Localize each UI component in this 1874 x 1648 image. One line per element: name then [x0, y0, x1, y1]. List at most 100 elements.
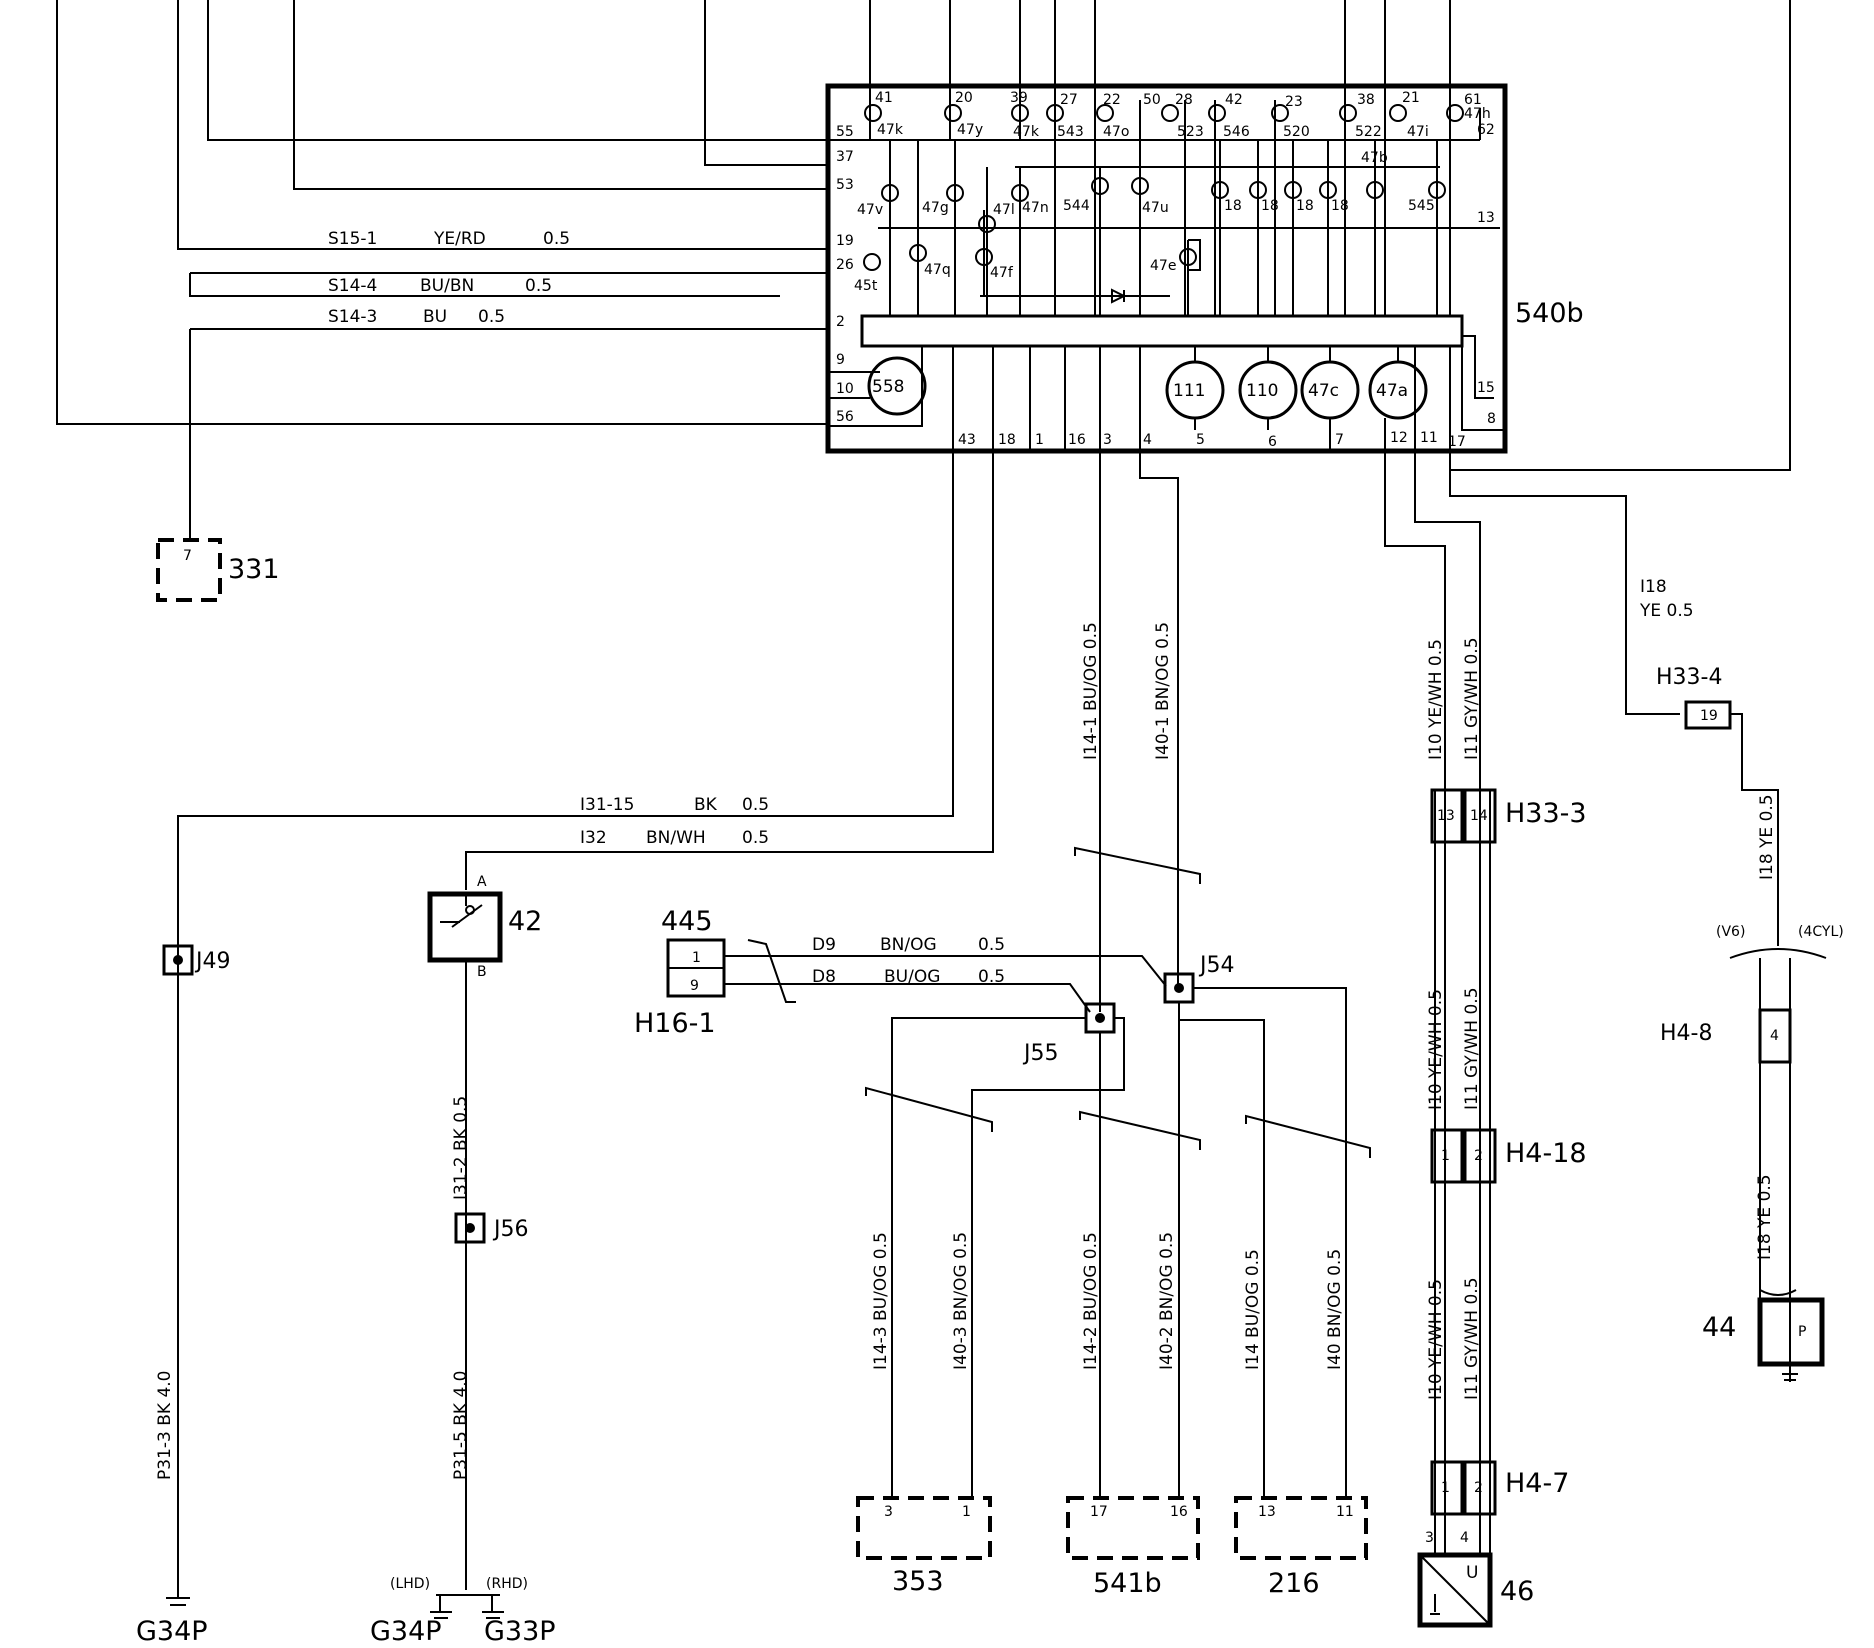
cluster-circuit-board	[860, 314, 1464, 348]
svg-text:43: 43	[958, 432, 976, 448]
svg-text:(RHD): (RHD)	[486, 1576, 528, 1592]
svg-text:47f: 47f	[990, 265, 1014, 281]
i18-c-label: I18 YE 0.5	[1755, 1174, 1775, 1260]
svg-text:7: 7	[183, 548, 192, 564]
svg-text:39: 39	[1010, 90, 1028, 106]
svg-text:44: 44	[1702, 1312, 1736, 1343]
svg-text:7: 7	[1335, 432, 1344, 448]
svg-text:23: 23	[1285, 94, 1303, 110]
top-lamp-labels: 47k 47y 47k 543 47o 523 546 520 522 47i …	[877, 106, 1491, 140]
d8-color: BU/OG	[884, 967, 940, 987]
svg-text:544: 544	[1063, 198, 1090, 214]
svg-text:J56: J56	[492, 1217, 528, 1242]
i18-a-spec: YE 0.5	[1639, 601, 1694, 621]
svg-text:558: 558	[872, 377, 904, 397]
i11-bot-label: I11 GY/WH 0.5	[1462, 1277, 1482, 1400]
ground-circuit-left: I31-15 BK 0.5 I32 BN/WH 0.5 J49 A B 42 J…	[136, 451, 994, 1647]
svg-text:3: 3	[884, 1504, 893, 1520]
svg-text:53: 53	[836, 177, 854, 193]
svg-text:520: 520	[1283, 124, 1310, 140]
svg-text:J55: J55	[1022, 1041, 1058, 1066]
svg-text:541b: 541b	[1093, 1568, 1162, 1599]
i14-1-label: I14-1 BU/OG 0.5	[1081, 622, 1101, 760]
svg-text:47k: 47k	[1013, 124, 1040, 140]
d8-circuit: D8	[812, 967, 836, 987]
connector-h4-7-b	[1463, 1460, 1497, 1516]
i32-circuit: I32	[580, 828, 607, 848]
svg-text:H16-1: H16-1	[634, 1008, 716, 1039]
p31-3-label: P31-3 BK 4.0	[155, 1371, 175, 1481]
wire-i18: I18 YE 0.5 19 H33-4 I18 YE 0.5 (V6) (4CY…	[1449, 0, 1844, 1382]
ground-g34p-left: G34P	[136, 1616, 208, 1647]
i11-top-label: I11 GY/WH 0.5	[1462, 637, 1482, 760]
instrument-cluster-540b: 540b 41 20 39 27 22 50 28 42 23 38 21 61	[825, 0, 1584, 454]
svg-text:P: P	[1798, 1324, 1806, 1340]
svg-text:353: 353	[892, 1566, 944, 1597]
s14-4-size: 0.5	[525, 276, 552, 296]
connector-h4-18-b	[1463, 1128, 1497, 1184]
i40-2-label: I40-2 BN/OG 0.5	[1157, 1232, 1177, 1370]
connector-h4-18-a	[1430, 1128, 1464, 1184]
svg-text:H4-18: H4-18	[1505, 1138, 1587, 1169]
inner-lamp-labels: 47v 47g 47l 47n 544 47u 18 18 18 18 47b …	[854, 150, 1435, 294]
connector-353	[856, 1496, 992, 1560]
i18-b-label: I18 YE 0.5	[1757, 794, 1777, 880]
i31-2-label: I31-2 BK 0.5	[451, 1096, 471, 1200]
svg-text:9: 9	[690, 978, 699, 994]
svg-text:27: 27	[1060, 92, 1078, 108]
i40-label: I40 BN/OG 0.5	[1325, 1249, 1345, 1370]
svg-text:47l: 47l	[993, 202, 1015, 218]
svg-text:18: 18	[1261, 198, 1279, 214]
bottom-pin-labels: 43 18 1 16 3 4 5 6 7 12 11 17	[952, 346, 1466, 451]
svg-text:1: 1	[1035, 432, 1044, 448]
svg-text:38: 38	[1357, 92, 1375, 108]
d8-size: 0.5	[978, 967, 1005, 987]
d9-circuit: D9	[812, 935, 836, 955]
svg-text:46: 46	[1500, 1576, 1534, 1607]
svg-text:445: 445	[661, 906, 713, 937]
connector-541b	[1066, 1496, 1200, 1560]
svg-text:47h: 47h	[1464, 106, 1491, 122]
svg-text:41: 41	[875, 90, 893, 106]
i10-top-label: I10 YE/WH 0.5	[1426, 639, 1446, 760]
svg-text:47k: 47k	[877, 122, 904, 138]
svg-text:20: 20	[955, 90, 973, 106]
svg-text:1: 1	[1441, 1148, 1450, 1164]
svg-text:4: 4	[1770, 1028, 1779, 1044]
i40-3-label: I40-3 BN/OG 0.5	[951, 1232, 971, 1370]
svg-text:13: 13	[1477, 210, 1495, 226]
svg-text:(LHD): (LHD)	[390, 1576, 430, 1592]
svg-text:47i: 47i	[1407, 124, 1429, 140]
svg-text:47q: 47q	[924, 262, 951, 278]
svg-text:47g: 47g	[922, 200, 949, 216]
svg-text:21: 21	[1402, 90, 1420, 106]
svg-text:10: 10	[836, 381, 854, 397]
svg-text:3: 3	[1425, 1530, 1434, 1546]
svg-text:331: 331	[228, 554, 280, 585]
i31-15-color: BK	[694, 795, 718, 815]
d9-size: 0.5	[978, 935, 1005, 955]
svg-text:28: 28	[1175, 92, 1193, 108]
svg-text:H33-3: H33-3	[1505, 798, 1587, 829]
svg-text:2: 2	[836, 314, 845, 330]
svg-text:47c: 47c	[1308, 381, 1339, 401]
svg-text:522: 522	[1355, 124, 1382, 140]
svg-text:A: A	[477, 874, 487, 890]
svg-text:110: 110	[1246, 381, 1278, 401]
svg-text:55: 55	[836, 124, 854, 140]
svg-text:19: 19	[1700, 708, 1718, 724]
i14-3-label: I14-3 BU/OG 0.5	[871, 1232, 891, 1370]
svg-text:545: 545	[1408, 198, 1435, 214]
d9-color: BN/OG	[880, 935, 937, 955]
sensor-46	[1417, 1552, 1493, 1628]
svg-text:H33-4: H33-4	[1656, 665, 1722, 690]
svg-text:12: 12	[1390, 430, 1408, 446]
svg-text:18: 18	[1331, 198, 1349, 214]
svg-text:2: 2	[1474, 1148, 1483, 1164]
cluster-label: 540b	[1515, 298, 1584, 329]
svg-text:42: 42	[508, 906, 542, 937]
svg-text:2: 2	[1474, 1480, 1483, 1496]
i40-1-label: I40-1 BN/OG 0.5	[1153, 622, 1173, 760]
svg-text:(V6): (V6)	[1716, 924, 1745, 940]
svg-text:56: 56	[836, 409, 854, 425]
